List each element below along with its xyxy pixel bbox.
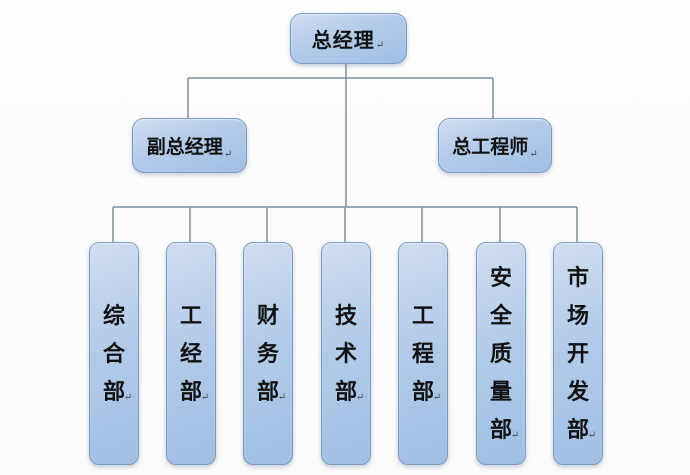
node-dept-engineering-economy: 工经部↵	[166, 242, 216, 465]
node-label: 技术部↵	[334, 302, 365, 405]
node-label: 综合部↵	[102, 302, 133, 405]
node-deputy-general-manager: 副总经理↵	[132, 118, 247, 173]
node-dept-safety-quality: 安全质量部↵	[476, 242, 526, 465]
node-label: 总工程师	[452, 136, 529, 158]
node-dept-engineering: 工程部↵	[398, 242, 448, 465]
node-dept-market-development: 市场开发部↵	[553, 242, 603, 465]
node-label: 工程部↵	[411, 302, 442, 405]
return-mark: ↵	[529, 149, 538, 160]
node-chief-engineer: 总工程师↵	[438, 118, 552, 173]
node-label: 总经理	[311, 28, 375, 52]
node-dept-technology: 技术部↵	[321, 242, 371, 465]
node-label: 副总经理	[146, 136, 223, 158]
node-label: 安全质量部↵	[489, 264, 520, 443]
return-mark: ↵	[375, 40, 386, 51]
node-general-manager: 总经理↵	[290, 13, 407, 64]
return-mark: ↵	[223, 149, 233, 160]
node-label: 工经部↵	[179, 302, 210, 405]
node-dept-general: 综合部↵	[89, 242, 139, 465]
node-label: 市场开发部↵	[566, 264, 597, 443]
node-dept-finance: 财务部↵	[243, 242, 293, 465]
node-label: 财务部↵	[256, 302, 287, 405]
